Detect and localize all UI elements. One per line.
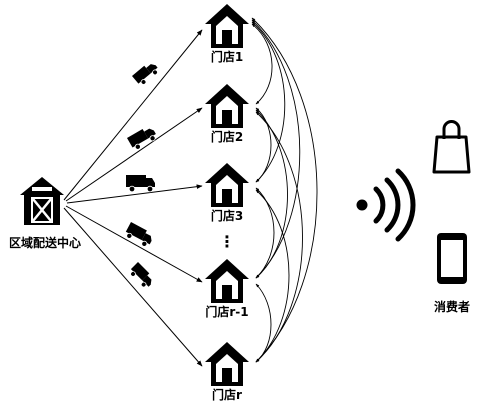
store-3: 门店3 (205, 163, 249, 223)
store-r-1: 门店r-1 (205, 259, 249, 319)
link-1-r (251, 17, 318, 363)
truck-icon (125, 222, 152, 247)
house-icon (205, 259, 249, 303)
link-2-3 (255, 107, 272, 183)
arrow-to-store-2 (65, 107, 203, 202)
link-2-r (255, 111, 303, 363)
store-label: 门店2 (211, 129, 243, 144)
wireless-signal-icon (356, 168, 416, 242)
link-3-r (255, 189, 290, 363)
link-r1-r (255, 283, 272, 363)
ellipsis: ⋮ (219, 232, 235, 251)
hub-to-store-arrows (63, 29, 203, 367)
store-label: 门店1 (211, 49, 243, 64)
link-1-r1 (251, 19, 301, 279)
house-icon (205, 163, 249, 207)
store-label: 门店r-1 (205, 304, 248, 319)
truck-icon (130, 262, 152, 288)
truck-icon (132, 64, 158, 85)
arrow-to-store-1 (63, 29, 203, 201)
smartphone-icon (437, 233, 467, 284)
house-icon (205, 4, 249, 48)
store-1: 门店1 (205, 4, 249, 64)
truck-icon (126, 175, 155, 193)
arrow-to-store-r (63, 207, 203, 367)
link-3-r1 (255, 187, 275, 279)
arrow-to-store-r-1 (65, 205, 203, 283)
link-1-2 (251, 23, 273, 105)
store-label: 门店r (212, 387, 242, 402)
shopping-bag-icon (432, 120, 471, 174)
house-icon (205, 84, 249, 128)
store-label: 门店3 (211, 208, 243, 223)
house-icon (205, 342, 249, 386)
link-1-3 (251, 21, 286, 183)
store-r: 门店r (205, 342, 249, 402)
consumer-label: 消费者 (434, 299, 470, 314)
store-interlinks (251, 17, 318, 363)
hub-label: 区域配送中心 (9, 235, 81, 250)
arrow-to-store-3 (66, 184, 203, 204)
store-2: 门店2 (205, 84, 249, 144)
truck-icon (127, 128, 156, 150)
barn-icon (20, 177, 64, 225)
